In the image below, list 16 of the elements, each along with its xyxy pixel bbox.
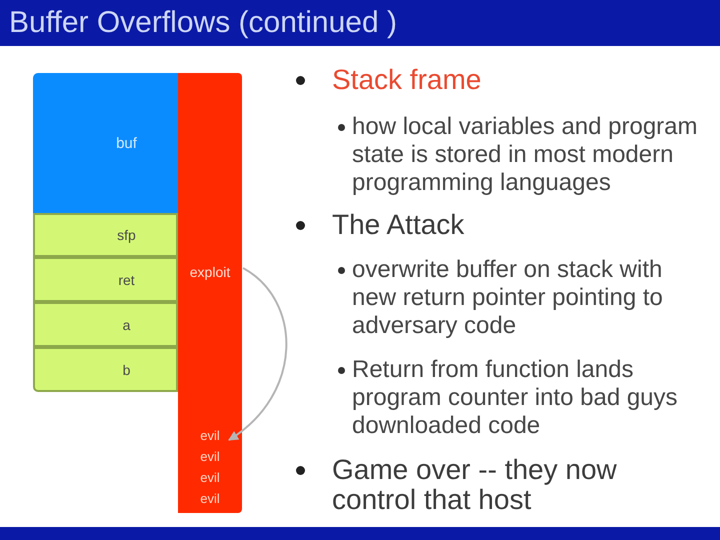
bullet-text: Game over -- they now control that host xyxy=(332,455,618,515)
column-label: exploit xyxy=(190,263,230,281)
bullet-text: The Attack xyxy=(332,210,466,240)
curved-arrow xyxy=(228,267,288,441)
stack-slot: b xyxy=(33,347,178,392)
stack-slot: sfp xyxy=(33,213,178,257)
sub-bullet-text: overwrite buffer on stack with new return pointer pointing to adversary code xyxy=(352,256,664,340)
overflow-column xyxy=(178,73,242,513)
sub-bullet-text: Return from function lands program counter into bad guys downloaded code xyxy=(352,356,679,440)
bullet-text: Stack frame xyxy=(332,65,482,95)
stack-slot: a xyxy=(33,302,178,347)
stack-slot: ret xyxy=(33,257,178,302)
payload-text: evil evil evil evil xyxy=(192,425,228,509)
slide-title: Buffer Overflows (continued ) xyxy=(9,5,397,41)
buffer-block: buf xyxy=(33,73,178,213)
sub-bullet-text: how local variables and program state is stored in most modern programming languages xyxy=(352,113,699,197)
